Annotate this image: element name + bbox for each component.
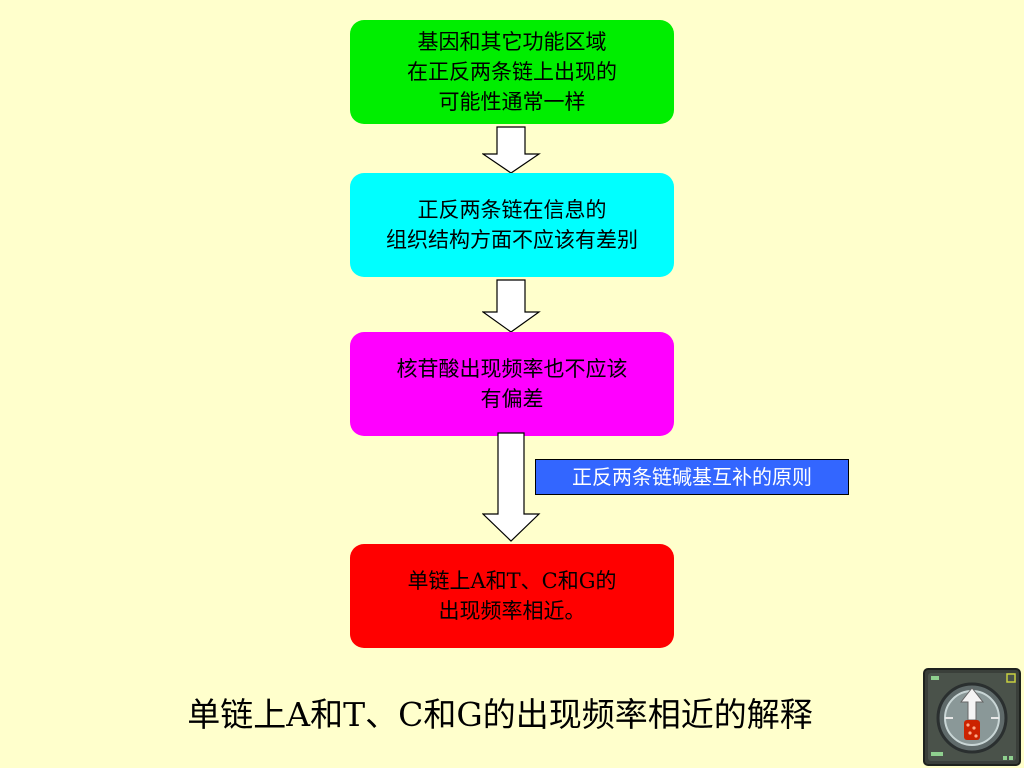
- flow-step-4: 单链上A和T、C和G的 出现频率相近。: [350, 544, 674, 648]
- flow-step-2: 正反两条链在信息的 组织结构方面不应该有差别: [350, 173, 674, 277]
- complementary-base-principle-label: 正反两条链碱基互补的原则: [535, 459, 849, 495]
- flow-step-3-line-2: 有偏差: [480, 387, 544, 411]
- flow-step-2-line-2: 组织结构方面不应该有差别: [386, 228, 638, 252]
- down-arrow-3: [482, 432, 541, 542]
- flow-step-1-line-2: 在正反两条链上出现的: [407, 60, 617, 84]
- flow-step-1-line-3: 可能性通常一样: [438, 90, 586, 114]
- slide-navigation-dial-icon[interactable]: [923, 668, 1021, 766]
- flow-step-3-line-1: 核苷酸出现频率也不应该: [396, 357, 628, 381]
- flow-step-1: 基因和其它功能区域 在正反两条链上出现的 可能性通常一样: [350, 20, 674, 124]
- flow-step-1-line-1: 基因和其它功能区域: [417, 30, 607, 54]
- flow-step-4-line-1: 单链上A和T、C和G的: [407, 569, 617, 593]
- down-arrow-2: [482, 279, 541, 333]
- flow-step-3: 核苷酸出现频率也不应该 有偏差: [350, 332, 674, 436]
- flow-step-4-line-2: 出现频率相近。: [438, 599, 586, 623]
- down-arrow-1: [482, 126, 541, 174]
- page-title: 单链上A和T、C和G的出现频率相近的解释: [187, 695, 813, 734]
- flow-step-2-line-1: 正反两条链在信息的: [417, 198, 607, 222]
